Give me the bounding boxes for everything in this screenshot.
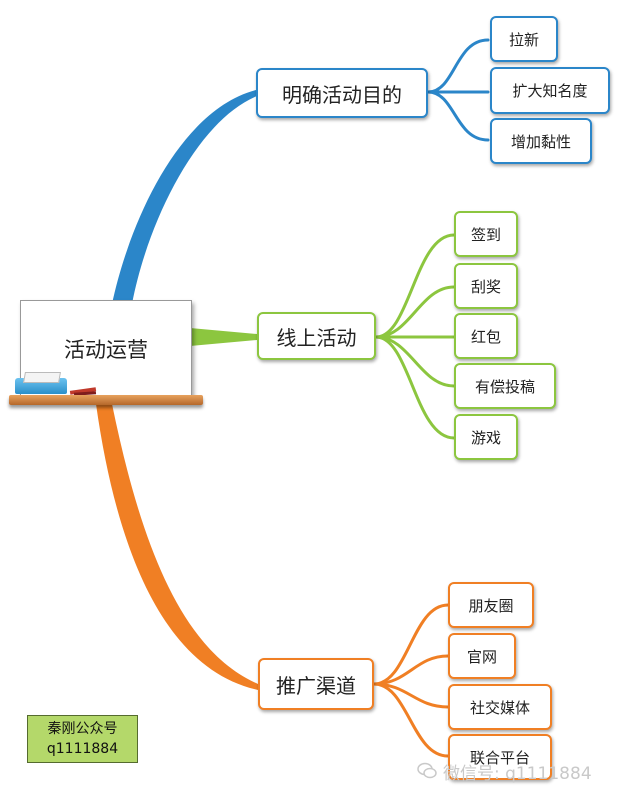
leaf-label: 联合平台	[469, 748, 530, 767]
connector-blue-3	[426, 90, 490, 142]
connector-orange-main	[96, 404, 258, 690]
leaf-node: 联合平台	[448, 734, 552, 780]
leaf-label: 扩大知名度	[512, 82, 588, 100]
leaf-node: 社交媒体	[448, 684, 552, 730]
branch-node-goals: 明确活动目的	[256, 68, 428, 118]
branch-node-channels: 推广渠道	[258, 658, 374, 710]
leaf-node: 朋友圈	[448, 582, 534, 628]
branch-label: 线上活动	[276, 325, 357, 350]
leaf-label: 红包	[470, 327, 501, 346]
leaf-label: 拉新	[508, 30, 539, 49]
connector-orange-4	[372, 682, 450, 758]
connector-blue-main	[112, 90, 257, 304]
leaf-label: 官网	[466, 647, 497, 666]
account-label: 秦刚公众号 q1111884	[27, 715, 138, 763]
leaf-label: 有偿投稿	[474, 377, 535, 396]
leaf-label: 签到	[470, 225, 501, 244]
leaf-label: 增加黏性	[510, 132, 571, 151]
connector-green-4	[374, 335, 456, 388]
leaf-label: 朋友圈	[468, 596, 514, 615]
connector-orange-1	[372, 603, 450, 686]
board-shelf	[9, 395, 203, 405]
branch-node-online: 线上活动	[257, 312, 376, 360]
leaf-node: 签到	[454, 211, 518, 257]
paper-icon	[23, 372, 61, 383]
leaf-node: 游戏	[454, 414, 518, 460]
leaf-label: 游戏	[470, 428, 501, 447]
leaf-node: 拉新	[490, 16, 558, 62]
branch-label: 推广渠道	[276, 673, 356, 698]
account-label-line2: q1111884	[46, 741, 119, 757]
leaf-node: 刮奖	[454, 263, 518, 309]
connector-green-2	[374, 285, 456, 339]
leaf-node: 官网	[448, 633, 516, 679]
connector-green-5	[374, 335, 456, 440]
wechat-icon	[417, 762, 437, 779]
leaf-node: 有偿投稿	[454, 363, 556, 409]
connector-blue-1	[426, 38, 490, 94]
wechat-watermark: 微信号: q1111884	[417, 760, 592, 784]
leaf-label: 刮奖	[470, 277, 501, 296]
leaf-node: 红包	[454, 313, 518, 359]
connector-green-1	[374, 233, 456, 339]
leaf-label: 社交媒体	[469, 698, 530, 717]
leaf-node: 扩大知名度	[490, 67, 610, 114]
watermark-text: 微信号: q1111884	[443, 763, 592, 784]
branch-label: 明确活动目的	[282, 82, 402, 107]
connector-green-main	[190, 328, 257, 346]
root-label: 活动运营	[64, 337, 148, 362]
account-label-line1: 秦刚公众号	[47, 721, 118, 737]
leaf-node: 增加黏性	[490, 118, 592, 164]
